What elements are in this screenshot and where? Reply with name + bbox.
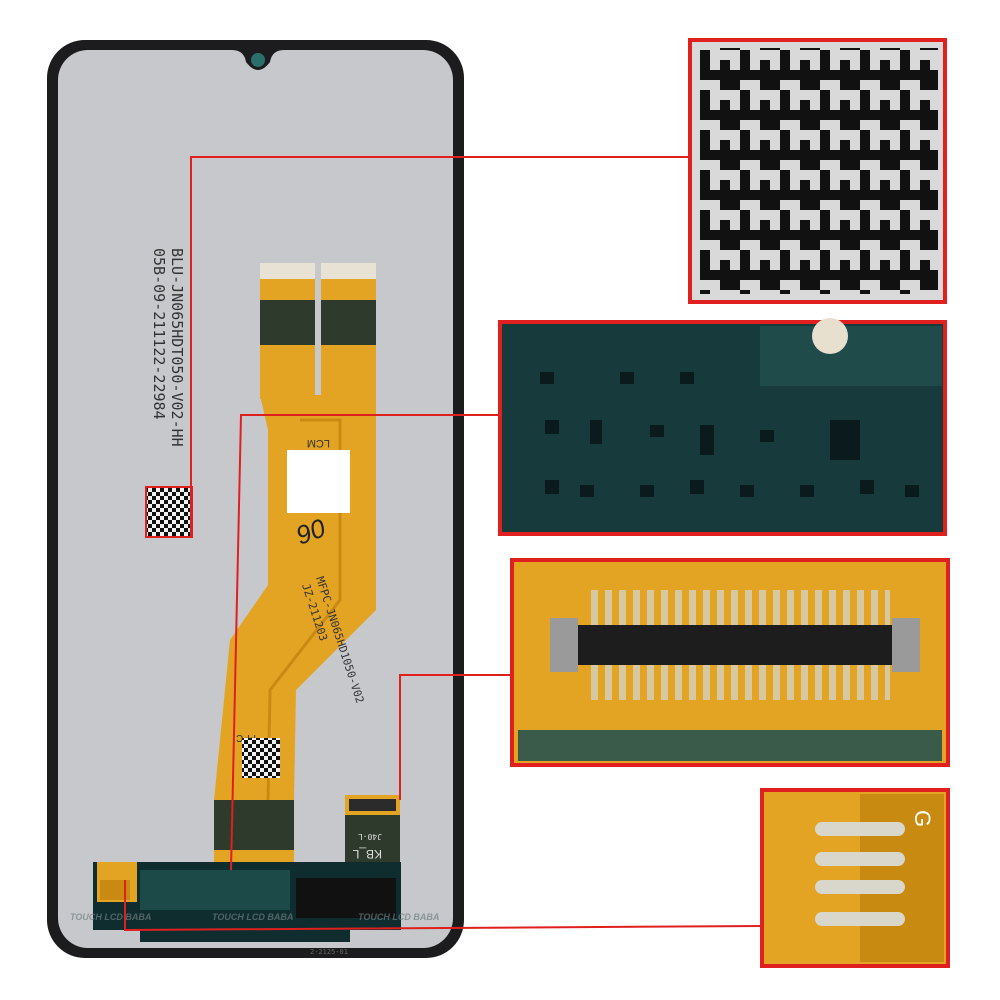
kb-code: J40-L [358,832,382,841]
inset-pads-closeup: G [760,788,950,968]
flex-fpc-label: FPC [236,732,256,743]
inset-ic-closeup [498,318,947,536]
watermark-1: TOUCH LCD BABA [70,912,151,922]
panel-serial-label: BLU-JN065HDT050-V02-HH 05B-09-211122-229… [150,248,186,447]
serial-line-2: 05B-09-211122-22984 [150,248,168,420]
panel-qr-code [145,486,193,538]
flex-qr-code [242,738,280,778]
flex-cable: LCM 90 MFPC-JN065HD1050-V02 JZ-211203 FP… [214,263,376,870]
callout-line-qr [190,156,690,537]
callout-line-connector [399,674,512,800]
pads-letter: G [910,810,935,827]
flex-white-patch [287,450,350,513]
camera-hole [251,53,265,67]
inset-qr-closeup [688,38,947,304]
inset-connector-closeup [510,558,950,767]
kb-label: KB_L [352,847,382,861]
flex-connector-left [260,263,315,279]
serial-line-1: BLU-JN065HDT050-V02-HH [168,248,186,447]
callout-line-ic [230,414,500,871]
flex-lcm-label: LCM [307,437,330,449]
watermark-3: TOUCH LCD BABA [358,912,439,922]
board-code: 2-2125-01 [310,948,348,956]
driver-board: 2-2125-01 TOUCH LCD BABA TOUCH LCD BABA … [70,862,439,956]
callout-lines [124,156,763,932]
flex-connector-right [321,263,376,279]
callout-line-pads [124,880,763,932]
lcd-panel: BLU-JN065HDT050-V02-HH 05B-09-211122-229… [47,40,464,958]
watermark-2: TOUCH LCD BABA [212,912,293,922]
